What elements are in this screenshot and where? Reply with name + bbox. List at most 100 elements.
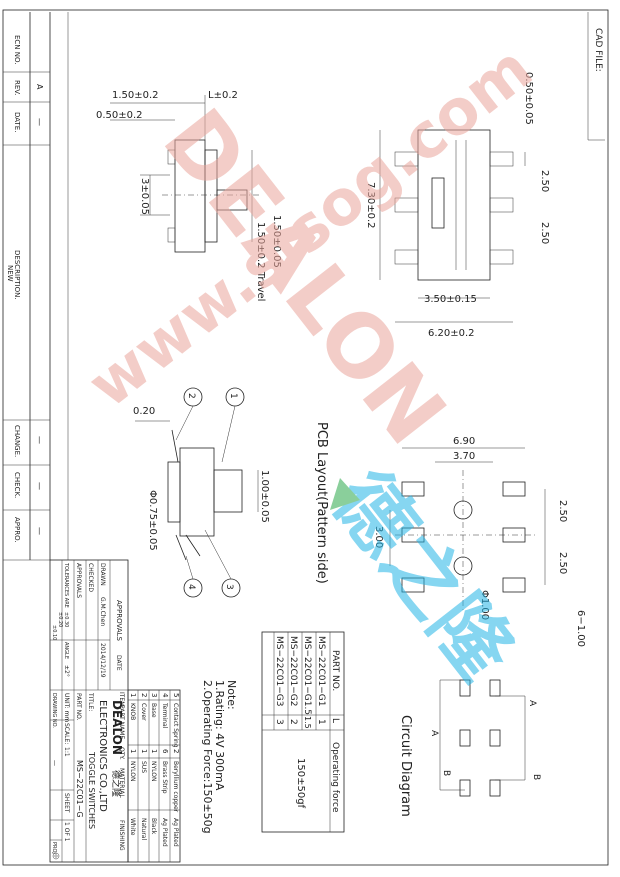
bom-header-finish: FINISHING <box>118 820 125 851</box>
ecn-header: ECN NO. <box>13 35 21 64</box>
balloon-1-label: 1 <box>228 393 238 399</box>
tb-unit: UNIT: mm <box>63 693 70 722</box>
dim-top-length: 7.30±0.2 <box>365 182 376 229</box>
tb-company-zh: 德之隆 <box>110 770 122 797</box>
bom-1-name: KNOB <box>129 703 136 720</box>
pcb-layout: PCB Layout(Pattern side) 6.90 3.70 2.50 … <box>314 422 586 647</box>
bom-5-finish: Ag Plated <box>172 818 179 847</box>
tb-tol-c: ±0.10 <box>51 625 57 640</box>
balloon-2-label: 2 <box>186 393 196 399</box>
notes-title: Note: <box>225 680 238 710</box>
bom-header-name: PART NAME <box>118 705 125 739</box>
dim-side-top-b: L±0.2 <box>208 90 238 101</box>
tb-company: ELECTRONICS CO.,LTD <box>97 700 108 812</box>
check-value: — <box>35 482 44 490</box>
parts-row-3-l: 2 <box>288 719 298 725</box>
watermark: DEALON 德之隆 www.sisog.com <box>74 31 545 697</box>
note-1: 1.Rating: 4V 300mA <box>213 680 226 791</box>
circuit-label-a-left: A <box>429 730 439 737</box>
date-value: — <box>35 118 44 126</box>
projection-symbol-icon <box>52 852 60 860</box>
tb-sheet-val: 1 OF 1 <box>63 822 70 842</box>
bom-4-material: Brass Strip <box>161 761 168 794</box>
parts-row-2-l: 1.5 <box>303 716 312 729</box>
bom-4-finish: Ag Plated <box>161 818 168 847</box>
circuit-label-b-left: B <box>441 770 451 776</box>
pcb-pitch: 3.00 <box>373 526 384 548</box>
bom-5-item: 5 <box>172 693 180 697</box>
parts-header-force: Operating force <box>330 742 340 813</box>
title-block: APPROVALS DRAWN G.M.Chen DATE 2014/12/19… <box>49 559 129 863</box>
bom-2-qty: 1 <box>140 749 148 753</box>
tb-title-label: TITLE: <box>87 692 94 711</box>
parts-header-part: PART NO. <box>330 650 340 691</box>
tb-drawn: DRAWN <box>99 563 106 586</box>
bom-2-name: Cover <box>140 703 147 721</box>
bom-1-material: NYLON <box>129 761 136 782</box>
bom-header-material: MATERIAL <box>118 768 125 798</box>
pcb-hole-dia: Φ1.00 <box>479 590 490 620</box>
dim-side-top-a: 1.50±0.2 <box>112 90 159 101</box>
tb-scale: SCALE: <box>63 723 70 744</box>
bom-3-name: Base <box>150 703 157 718</box>
rev-value: A <box>35 84 44 90</box>
dim-travel: 1.50±0.2 Travel <box>255 222 266 301</box>
tb-title: TOGGLE SWITCHES <box>87 751 96 829</box>
tb-sheet: SHEET <box>63 793 70 813</box>
bom-row: 4 Terminal 6 Brass Strip Ag Plated <box>161 693 169 847</box>
circuit-diagram: Circuit Diagram A B A B <box>398 679 541 817</box>
dim-top-pitch-b: 2.50 <box>539 222 550 244</box>
bom-3-material: NYLON <box>150 761 157 782</box>
parts-row-1-l: 1 <box>316 719 326 725</box>
parts-table: PART NO. L Operating force MS−22C01−G1 1… <box>261 631 345 833</box>
description-new: NEW <box>6 265 14 282</box>
pcb-h-a: 2.50 <box>557 500 568 522</box>
parts-header-l: L <box>330 718 340 723</box>
parts-row-4-part: MS−22C01−G3 <box>274 636 284 706</box>
bom-1-qty: 1 <box>129 749 137 753</box>
description-header: DESCRIPTION. <box>13 250 21 300</box>
balloon-3-label: 3 <box>224 584 234 590</box>
bom-4-name: Terminal <box>161 702 168 729</box>
bom-4-item: 4 <box>161 693 169 698</box>
dim-top-width-b: 6.20±0.2 <box>428 328 475 339</box>
tb-drawn-date: 2014/12/19 <box>99 643 106 678</box>
tb-angle-val: ±2° <box>63 665 70 677</box>
tb-date-label: DATE <box>115 655 122 671</box>
check-header: CHECK. <box>13 472 21 498</box>
bom-row: 1 KNOB 1 NYLON White <box>129 693 137 836</box>
cad-file-label: CAD FILE: <box>593 28 603 72</box>
bom-5-material: Beryllium copper <box>172 761 179 813</box>
cad-file-box <box>587 12 605 141</box>
rev-header: REV. <box>13 80 21 95</box>
tb-tolerances: TOLERANCES ARE <box>63 562 69 608</box>
pcb-w-outer: 6.90 <box>453 436 475 447</box>
pcb-pad-size: 6−1.00 <box>575 610 586 647</box>
bom-3-finish: Black <box>150 818 157 835</box>
appro-header: APPRO. <box>13 517 21 543</box>
circuit-label-b-right: B <box>531 774 541 780</box>
parts-row-1-part: MS−22C01−G1 <box>316 636 326 706</box>
dim-side-left: 0.50±0.2 <box>96 110 143 121</box>
balloon-4-label: 4 <box>186 584 196 590</box>
parts-row-3-part: MS−22C01−G2 <box>288 636 298 706</box>
bom-2-finish: Natural <box>140 818 147 840</box>
pcb-pad <box>502 481 526 497</box>
top-view: 0.50±0.05 7.30±0.2 2.50 2.50 3.50±0.15 6… <box>365 72 550 339</box>
tb-drawn-by: G.M.Chen <box>99 597 106 626</box>
tb-company-logo: DEALON <box>110 700 124 755</box>
bom-row: 2 Cover 1 SUS Natural <box>140 693 148 840</box>
tb-tol-a: ±0.30 <box>63 612 69 627</box>
tb-drawing-no: DRAWING NO. <box>51 693 57 728</box>
bom-3-item: 3 <box>150 693 158 697</box>
tb-drawing-val: — <box>51 760 58 766</box>
watermark-arrow-icon <box>330 478 360 510</box>
dim-side-height: 3±0.05 <box>139 178 150 215</box>
tb-part-label: PART NO. <box>75 693 82 721</box>
bom-4-qty: 6 <box>161 749 169 754</box>
tb-proj: PROJ <box>51 842 57 854</box>
bom-header-item: ITEM <box>118 692 125 706</box>
dim-side-right: 1.50±0.05 <box>271 215 282 268</box>
circuit-title: Circuit Diagram <box>398 715 413 817</box>
